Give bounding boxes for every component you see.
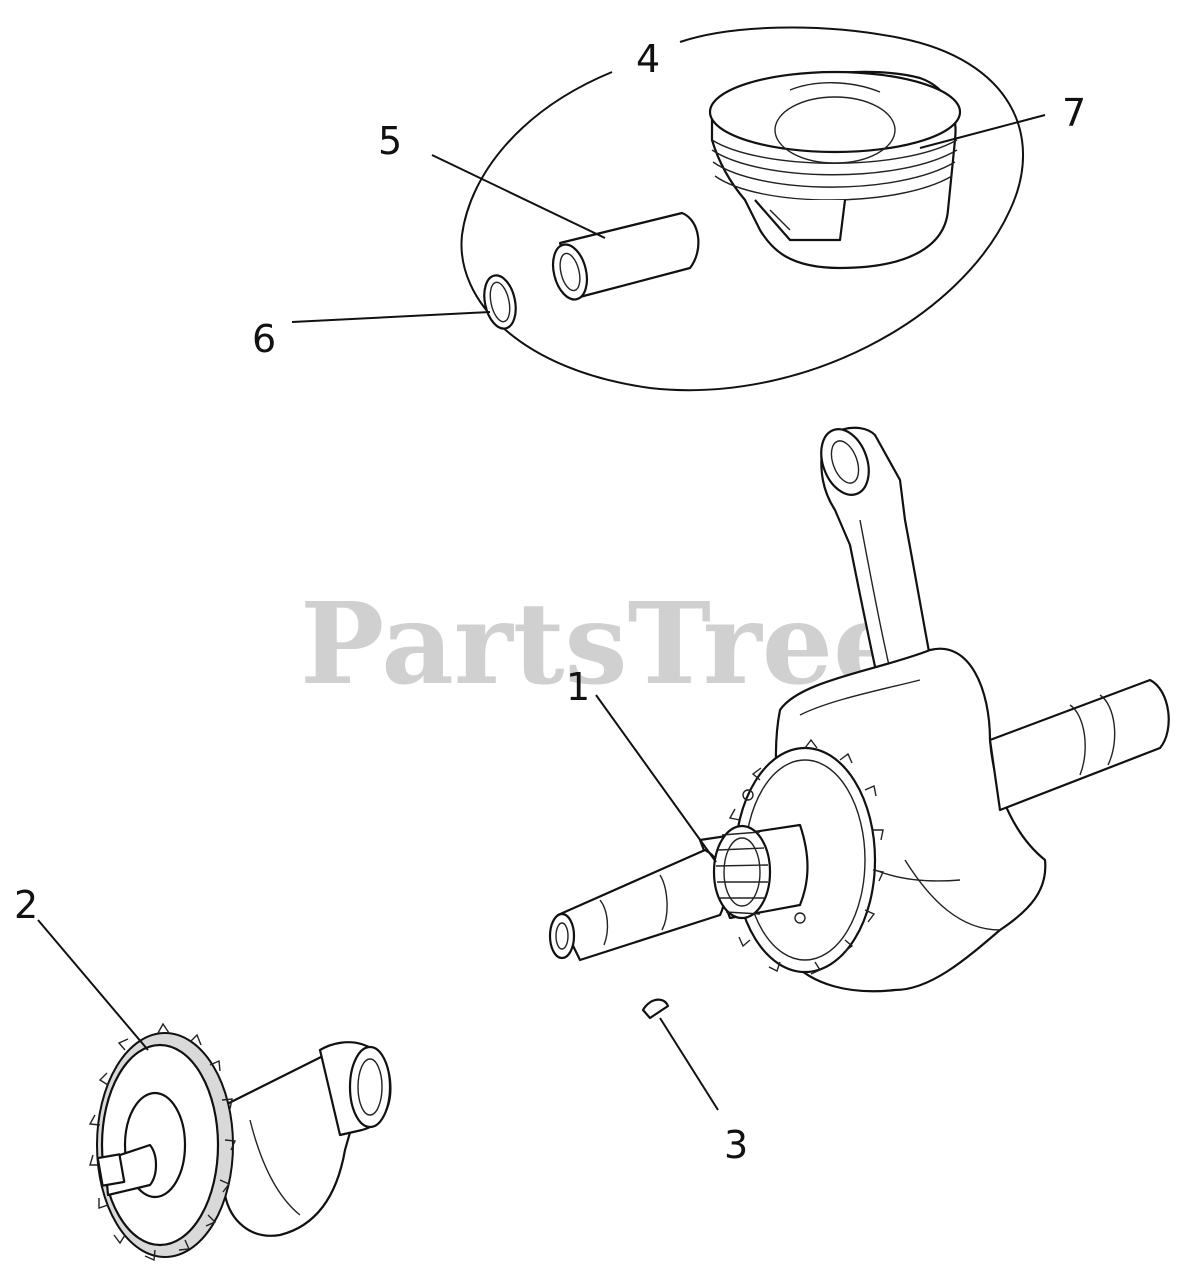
leader-line-3 [659,1017,719,1111]
callouts: 1 2 3 4 5 6 7 [14,37,1086,1167]
snap-ring-icon [483,274,517,330]
leader-line-6 [291,311,491,323]
crankshaft-assembly-icon [548,426,1170,993]
piston-icon [708,70,962,270]
leader-lines [37,114,1046,1111]
callout-2[interactable]: 2 [14,883,38,927]
callout-5[interactable]: 5 [378,119,402,163]
callout-6[interactable]: 6 [252,317,276,361]
leader-line-2 [37,919,149,1051]
callout-7[interactable]: 7 [1062,91,1086,135]
callout-1[interactable]: 1 [566,665,590,709]
callout-3[interactable]: 3 [724,1123,748,1167]
leader-line-5 [431,154,606,239]
piston-kit-outline-icon [460,26,1025,392]
watermark-text: PartsTree [300,579,904,710]
woodruff-key-icon [641,998,670,1020]
balancer-shaft-gear-icon [88,1022,392,1262]
callout-4[interactable]: 4 [636,37,660,81]
piston-pin-icon [551,211,700,301]
leader-line-1 [595,694,717,863]
leader-line-7 [919,114,1046,149]
